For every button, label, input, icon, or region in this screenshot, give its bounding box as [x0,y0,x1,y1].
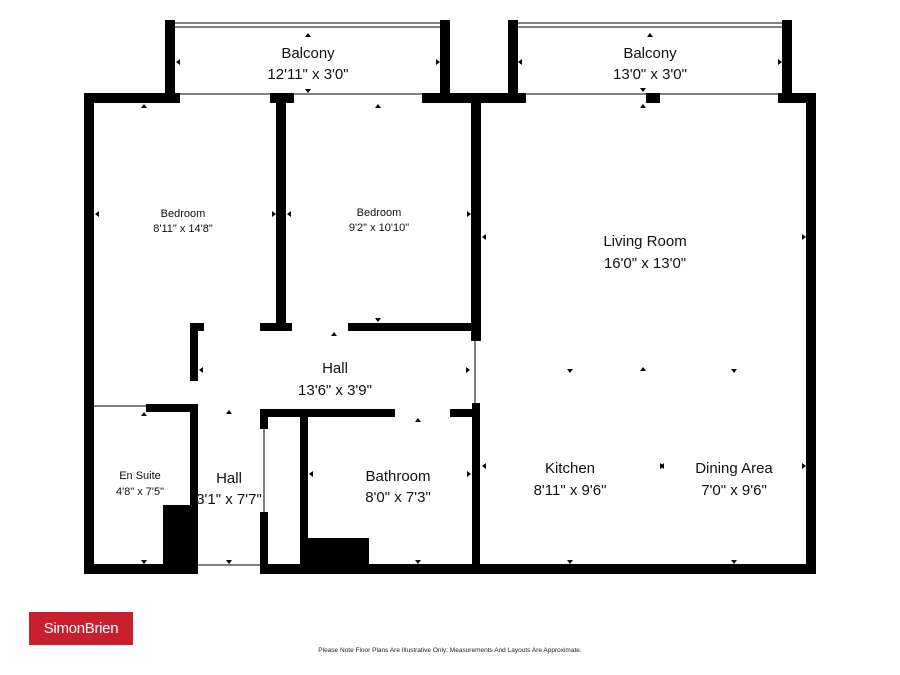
triangle-arrow-icon [567,560,573,564]
triangle-arrow-icon [731,369,737,373]
bedroom-2-name: Bedroom [357,207,402,219]
ensuite-fixture [163,505,193,567]
balcony-right-wall-right [782,20,792,102]
hall-small-name: Hall [216,470,242,487]
triangle-arrow-icon [199,367,203,373]
bedroom-2-dims: 9'2" x 10'10" [349,222,409,234]
wall-hall-right-a [260,409,268,429]
triangle-arrow-icon [482,234,486,240]
right-wall [806,93,816,574]
hall-small-dims: 3'1" x 7'7" [196,491,262,508]
wall-bath-top-b [450,409,480,417]
bedroom-1-name: Bedroom [161,208,206,220]
triangle-arrow-icon [640,367,646,371]
brand-logo-text: SimonBrien [43,620,119,637]
balcony-right-name: Balcony [623,45,677,62]
triangle-arrow-icon [309,471,313,477]
triangle-arrow-icon [226,560,232,564]
triangle-arrow-icon [647,33,653,37]
footer-disclaimer: Please Note Floor Plans Are Illustrative… [318,647,582,654]
triangle-arrow-icon [467,471,471,477]
hall-main-dims: 13'6" x 3'9" [298,382,372,399]
bottom-wall-a [84,564,198,574]
wall-bed2-living [471,93,481,341]
triangle-arrow-icon [141,104,147,108]
balcony-left-wall-right [440,20,450,102]
wall-ensuite-lower [190,404,198,574]
balcony-right-wall-left [508,20,518,102]
balcony-left-wall-left [165,20,175,102]
kitchen-name: Kitchen [545,460,595,477]
wall-bath-left [300,409,308,574]
balcony-right-dims: 13'0" x 3'0" [613,66,687,83]
triangle-arrow-icon [95,211,99,217]
interior-walls [94,93,481,574]
left-wall [84,93,94,574]
balcony-left-name: Balcony [281,45,335,62]
triangle-arrow-icon [640,88,646,92]
wall-bedrooms-divider [276,93,286,329]
bedroom-1-dims: 8'11" x 14'8" [153,223,213,235]
triangle-arrow-icon [802,234,806,240]
triangle-arrow-icon [567,369,573,373]
bottom-wall-b [260,564,816,574]
balcony-left-dims: 12'11" x 3'0" [267,66,348,83]
triangle-arrow-icon [176,59,180,65]
triangle-arrow-icon [305,89,311,93]
top-wall-a [84,93,180,103]
bathroom-dims: 8'0" x 7'3" [365,489,431,506]
wall-hall-top-a [260,323,292,331]
triangle-arrow-icon [467,211,471,217]
balcony-right [508,20,792,102]
triangle-arrow-icon [331,332,337,336]
balcony-left [165,20,450,102]
triangle-arrow-icon [272,211,276,217]
triangle-arrow-icon [466,367,470,373]
wall-hall-right-b [260,512,268,574]
triangle-arrow-icon [778,59,782,65]
top-wall-e [778,93,816,103]
wall-ensuite-top [146,404,198,412]
wall-hall-top-b [348,323,480,331]
bathtub-fixture [306,538,369,568]
triangle-arrow-icon [287,211,291,217]
dining-area-name: Dining Area [695,460,773,477]
dining-area-dims: 7'0" x 9'6" [701,482,767,499]
triangle-arrow-icon [226,410,232,414]
living-room-name: Living Room [603,233,686,250]
triangle-arrow-icon [141,412,147,416]
kitchen-dims: 8'11" x 9'6" [534,482,607,499]
triangle-arrow-icon [660,463,664,469]
triangle-arrow-icon [415,418,421,422]
room-labels: Balcony 12'11" x 3'0" Balcony 13'0" x 3'… [116,45,773,508]
hall-main-name: Hall [322,360,348,377]
triangle-arrow-icon [375,104,381,108]
triangle-arrow-icon [375,318,381,322]
en-suite-name: En Suite [119,470,161,482]
triangle-arrow-icon [640,104,646,108]
triangle-arrow-icon [141,560,147,564]
wall-bath-kitchen [472,403,480,574]
dimension-markers [95,33,806,564]
bathroom-name: Bathroom [365,468,430,485]
triangle-arrow-icon [415,560,421,564]
triangle-arrow-icon [518,59,522,65]
wall-ensuite-upper [190,323,198,381]
top-wall-d [646,93,660,103]
triangle-arrow-icon [436,59,440,65]
triangle-arrow-icon [802,463,806,469]
wall-bath-top-a [260,409,395,417]
living-room-dims: 16'0" x 13'0" [604,255,686,272]
triangle-arrow-icon [305,33,311,37]
triangle-arrow-icon [731,560,737,564]
triangle-arrow-icon [482,463,486,469]
brand-logo: SimonBrien [29,612,133,645]
en-suite-dims: 4'8" x 7'5" [116,486,164,498]
